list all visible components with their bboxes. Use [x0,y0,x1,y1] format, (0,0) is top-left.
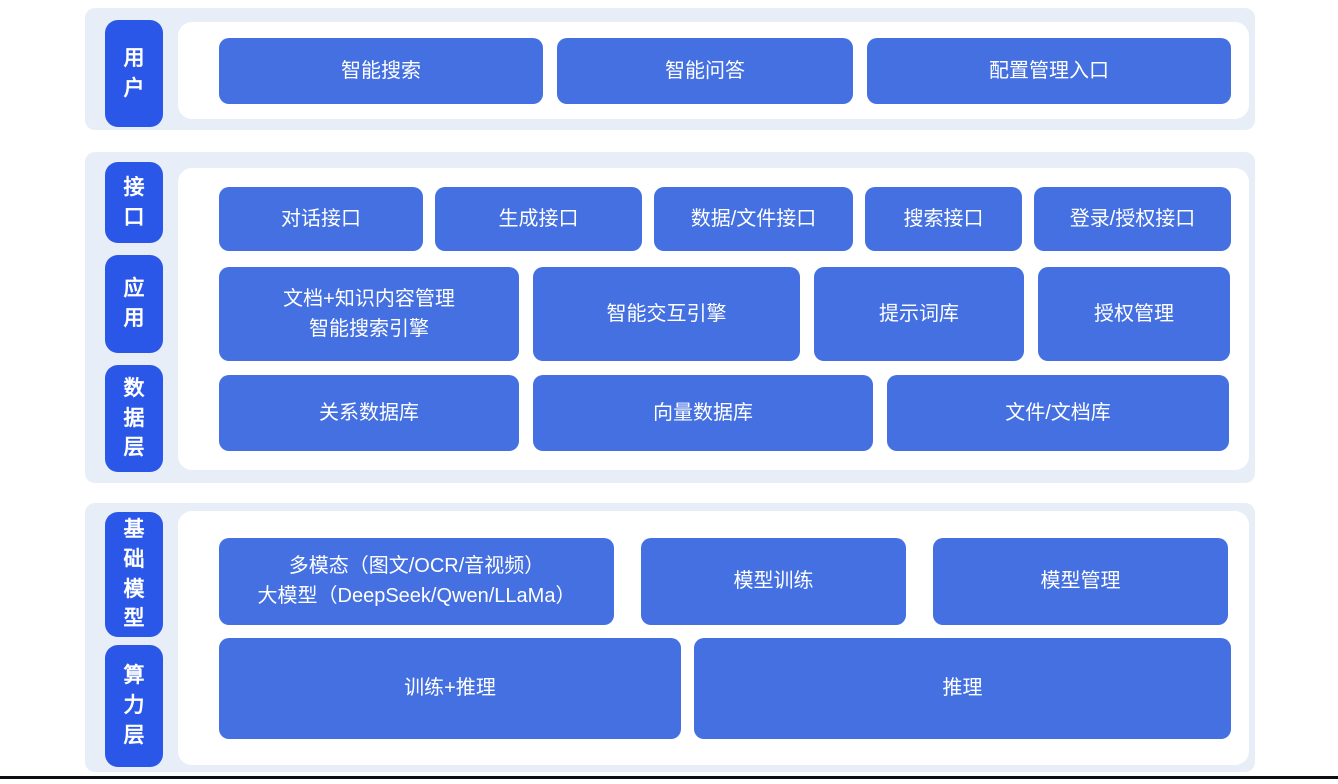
node-multimodal-llm: 多模态（图文/OCR/音视频） 大模型（DeepSeek/Qwen/LLaMa） [219,537,614,625]
layer-label-foundation-model-text: 基础模型 [123,517,145,631]
layer-label-api: 接口 [105,162,163,243]
node-line-2: 大模型（DeepSeek/Qwen/LLaMa） [257,585,576,607]
api-row: 对话接口 生成接口 数据/文件接口 搜索接口 登录/授权接口 [219,187,1232,251]
bottom-divider-line [0,776,1338,779]
layer-label-foundation-model: 基础模型 [105,512,163,637]
node-model-training: 模型训练 [641,537,906,625]
node-vector-db: 向量数据库 [533,375,873,451]
node-search-api: 搜索接口 [865,187,1022,251]
node-generation-api: 生成接口 [435,187,642,251]
api-app-data-panel: 对话接口 生成接口 数据/文件接口 搜索接口 登录/授权接口 文档+知识内容管理… [178,168,1249,470]
section-foundation-compute-layers: 基础模型 算力层 多模态（图文/OCR/音视频） 大模型（DeepSeek/Qw… [85,503,1255,772]
layer-label-compute-text: 算力层 [123,664,145,747]
node-login-auth-api: 登录/授权接口 [1034,187,1231,251]
node-smart-qa: 智能问答 [557,37,853,104]
foundation-compute-panel: 多模态（图文/OCR/音视频） 大模型（DeepSeek/Qwen/LLaMa）… [178,511,1249,765]
layer-label-application-text: 应用 [123,277,145,330]
node-inference: 推理 [694,637,1231,739]
node-file-doc-store: 文件/文档库 [887,375,1229,451]
layer-label-user-text: 用户 [123,46,145,100]
node-interaction-engine: 智能交互引擎 [533,267,800,361]
node-model-management: 模型管理 [933,537,1228,625]
node-doc-knowledge-search-engine: 文档+知识内容管理 智能搜索引擎 [219,267,519,361]
node-smart-search: 智能搜索 [219,37,543,104]
node-relational-db: 关系数据库 [219,375,519,451]
user-layer-row: 智能搜索 智能问答 配置管理入口 [219,37,1232,104]
layer-label-application: 应用 [105,255,163,353]
layer-label-compute: 算力层 [105,645,163,767]
compute-row: 训练+推理 推理 [219,637,1232,739]
node-training-inference: 训练+推理 [219,637,681,739]
node-line-1: 多模态（图文/OCR/音视频） [288,555,545,577]
application-row: 文档+知识内容管理 智能搜索引擎 智能交互引擎 提示词库 授权管理 [219,267,1232,361]
node-dialog-api: 对话接口 [219,187,423,251]
layer-label-data: 数据层 [105,365,163,472]
section-api-app-data-layers: 接口 应用 数据层 对话接口 生成接口 数据/文件接口 搜索接口 登录/授权接口… [85,152,1255,483]
section-user-layer: 用户 智能搜索 智能问答 配置管理入口 [85,8,1255,130]
layer-label-api-text: 接口 [123,175,145,229]
node-prompt-library: 提示词库 [814,267,1024,361]
node-auth-management: 授权管理 [1038,267,1230,361]
foundation-model-row: 多模态（图文/OCR/音视频） 大模型（DeepSeek/Qwen/LLaMa）… [219,537,1232,625]
layer-label-user: 用户 [105,20,163,127]
node-line-2: 智能搜索引擎 [309,318,429,340]
user-layer-panel: 智能搜索 智能问答 配置管理入口 [178,22,1249,119]
node-config-management-entry: 配置管理入口 [867,37,1231,104]
node-line-1: 文档+知识内容管理 [283,288,455,310]
layer-label-data-text: 数据层 [123,376,145,460]
data-row: 关系数据库 向量数据库 文件/文档库 [219,375,1232,451]
node-data-file-api: 数据/文件接口 [654,187,853,251]
